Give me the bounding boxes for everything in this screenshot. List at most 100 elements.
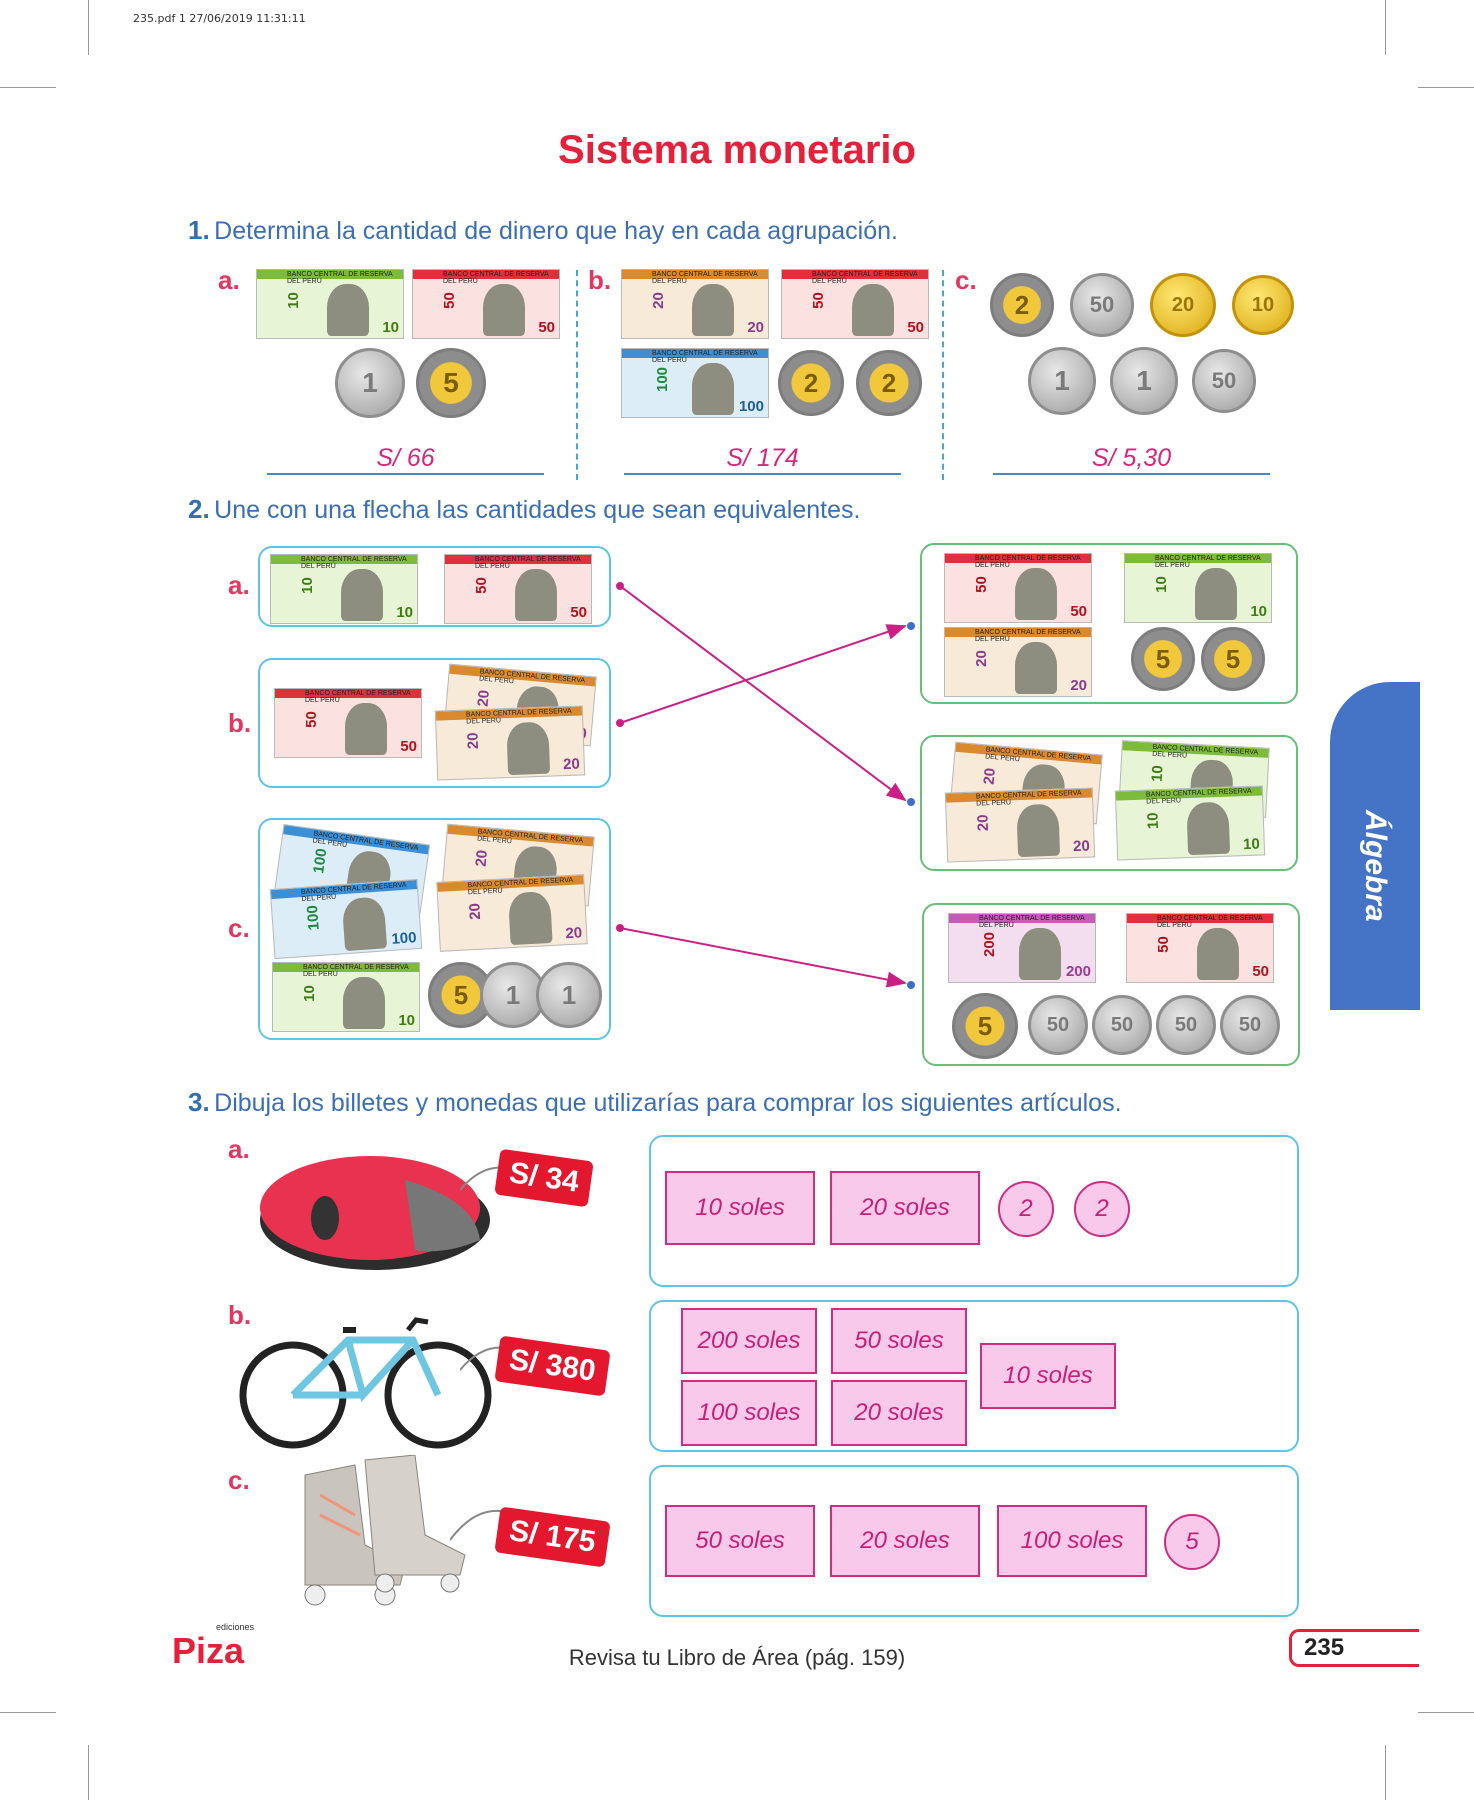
crop-mark xyxy=(1418,1712,1474,1713)
drawn-bill: 100 soles xyxy=(997,1505,1147,1577)
answer-b: S/ 174 xyxy=(624,444,901,475)
coin-20-centimos: 20 xyxy=(1150,273,1216,337)
crop-mark xyxy=(1418,87,1474,88)
drawn-bill: 10 soles xyxy=(665,1171,815,1245)
item-label: a. xyxy=(228,570,250,600)
coin-5-soles: 5 xyxy=(1131,627,1195,691)
answer-a: S/ 66 xyxy=(267,444,544,475)
question-text: Determina la cantidad de dinero que hay … xyxy=(214,217,898,245)
coin-1-sol: 1 xyxy=(536,962,602,1028)
coin-5-soles: 5 xyxy=(416,348,486,418)
item-label: b. xyxy=(228,708,252,738)
coin-1-sol: 1 xyxy=(1028,347,1096,415)
coin-5-soles: 5 xyxy=(1201,627,1265,691)
divider xyxy=(942,270,944,480)
arrow-a xyxy=(619,585,907,802)
crop-mark xyxy=(0,1712,56,1713)
drawn-coin: 2 xyxy=(998,1181,1054,1237)
section-tab xyxy=(1330,682,1420,1010)
coin-5-soles: 5 xyxy=(952,993,1018,1059)
item-label: c. xyxy=(228,1465,250,1495)
coin-50-centimos: 50 xyxy=(1028,995,1088,1055)
divider xyxy=(576,270,578,480)
item-label: c. xyxy=(955,265,977,295)
crop-mark xyxy=(1385,1745,1386,1800)
item-label: a. xyxy=(218,265,240,295)
drawn-bill: 50 soles xyxy=(831,1308,967,1374)
item-label: a. xyxy=(228,1134,250,1164)
group-box-c xyxy=(258,818,611,1040)
answer-box-c xyxy=(649,1465,1299,1617)
question-text: Une con una flecha las cantidades que se… xyxy=(214,496,861,524)
coin-10-centimos: 10 xyxy=(1232,275,1294,335)
crop-mark xyxy=(88,1745,89,1800)
item-label: b. xyxy=(588,265,612,295)
drawn-coin: 5 xyxy=(1164,1514,1220,1570)
question-number: 2. xyxy=(188,494,210,524)
question-2: 2. Une con una flecha las cantidades que… xyxy=(188,494,860,525)
coin-50-centimos: 50 xyxy=(1070,273,1134,337)
group-box-right-1 xyxy=(920,543,1298,704)
crop-mark xyxy=(1385,0,1386,55)
question-number: 3. xyxy=(188,1087,210,1117)
coin-1-sol: 1 xyxy=(1110,347,1178,415)
coin-50-centimos: 50 xyxy=(1092,995,1152,1055)
item-label: b. xyxy=(228,1300,252,1330)
drawn-bill: 20 soles xyxy=(831,1380,967,1446)
group-box-a xyxy=(258,546,611,627)
drawn-bill: 20 soles xyxy=(830,1171,980,1245)
coin-50-centimos: 50 xyxy=(1220,995,1280,1055)
group-box-right-3 xyxy=(922,903,1300,1066)
drawn-bill: 100 soles xyxy=(681,1380,817,1446)
mouse-image xyxy=(260,1156,490,1270)
arrow-c xyxy=(619,927,907,988)
question-number: 1. xyxy=(188,215,210,245)
question-text: Dibuja los billetes y monedas que utiliz… xyxy=(214,1089,1122,1117)
bicycle-image xyxy=(239,1317,492,1449)
section-tab-label: Álgebra xyxy=(1359,810,1392,922)
drawn-coin: 2 xyxy=(1074,1181,1130,1237)
drawn-bill: 20 soles xyxy=(830,1505,980,1577)
skates-image xyxy=(304,1455,466,1606)
drawn-bill: 10 soles xyxy=(980,1343,1116,1409)
page-title: Sistema monetario xyxy=(558,128,916,172)
answer-box-a xyxy=(649,1135,1299,1287)
coin-2-soles: 2 xyxy=(856,350,922,416)
coin-50-centimos: 50 xyxy=(1192,349,1256,413)
answer-box-b xyxy=(649,1300,1299,1452)
crop-mark xyxy=(88,0,89,55)
coin-1-sol: 1 xyxy=(335,348,405,418)
question-3: 3. Dibuja los billetes y monedas que uti… xyxy=(188,1087,1122,1118)
drawn-bill: 200 soles xyxy=(681,1308,817,1374)
page-number: 235 xyxy=(1289,1629,1419,1667)
group-box-right-2 xyxy=(920,735,1298,871)
answer-c: S/ 5,30 xyxy=(993,444,1270,475)
coin-50-centimos: 50 xyxy=(1156,995,1216,1055)
crop-mark xyxy=(0,87,56,88)
group-box-b xyxy=(258,658,611,788)
drawn-bill: 50 soles xyxy=(665,1505,815,1577)
item-label: c. xyxy=(228,913,250,943)
question-1: 1. Determina la cantidad de dinero que h… xyxy=(188,215,898,246)
coin-2-soles: 2 xyxy=(990,273,1054,337)
arrow-b xyxy=(619,624,907,724)
footer-reference: Revisa tu Libro de Área (pág. 159) xyxy=(568,1645,906,1670)
coin-2-soles: 2 xyxy=(778,350,844,416)
print-header: 235.pdf 1 27/06/2019 11:31:11 xyxy=(133,12,306,25)
